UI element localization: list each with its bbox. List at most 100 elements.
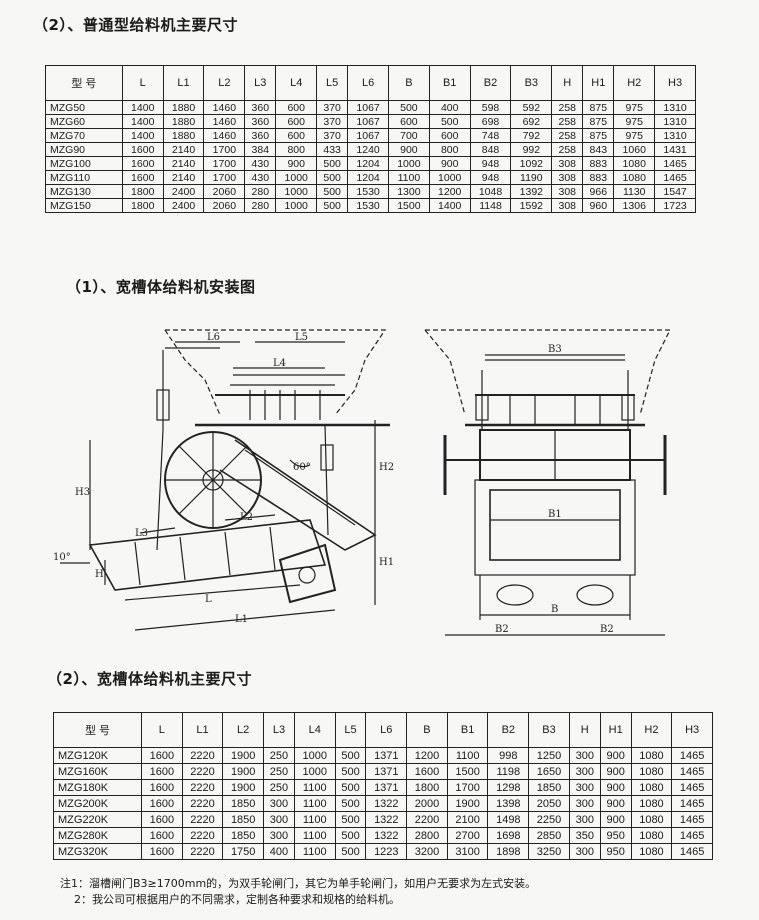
- dimension-cell: 900: [599, 747, 632, 764]
- dimension-cell: 1080: [630, 827, 673, 844]
- dimension-cell: 2050: [528, 795, 570, 812]
- model-cell: MZG130: [45, 184, 123, 199]
- dimension-cell: 1850: [222, 827, 265, 844]
- dimension-cell: 2200: [406, 811, 448, 828]
- dimension-cell: 2140: [162, 170, 205, 185]
- column-header: L4: [275, 65, 318, 101]
- model-cell: MZG70: [45, 128, 123, 143]
- dimension-cell: 1600: [141, 763, 183, 780]
- model-cell: MZG280K: [53, 827, 142, 844]
- dimension-cell: 1100: [293, 811, 336, 828]
- dimension-cell: 598: [469, 100, 512, 115]
- column-header: L5: [334, 712, 367, 748]
- column-header: L6: [365, 712, 408, 748]
- dim-B3: B3: [548, 344, 562, 355]
- dimension-cell: 1723: [654, 198, 696, 213]
- dimension-cell: 280: [244, 184, 277, 199]
- dimension-cell: 1048: [469, 184, 512, 199]
- dimension-cell: 692: [510, 114, 553, 129]
- column-header: H1: [599, 712, 632, 748]
- dimension-cell: 900: [599, 779, 632, 796]
- dimension-cell: 2400: [162, 198, 205, 213]
- dimension-cell: 1530: [347, 198, 389, 213]
- dimension-cell: 960: [582, 198, 615, 213]
- dim-B1: B1: [548, 509, 562, 520]
- dimension-cell: 1547: [654, 184, 696, 199]
- dimension-cell: 1600: [141, 779, 183, 796]
- dimension-cell: 1080: [630, 779, 673, 796]
- dimension-cell: 1530: [347, 184, 389, 199]
- dimension-cell: 600: [275, 114, 318, 129]
- column-header: L2: [203, 65, 246, 101]
- dimension-cell: 430: [244, 156, 277, 171]
- dimension-cell: 1698: [487, 827, 530, 844]
- dimension-cell: 1880: [162, 114, 205, 129]
- dimension-cell: 698: [469, 114, 512, 129]
- dimension-cell: 900: [428, 156, 471, 171]
- dimension-cell: 1080: [630, 811, 673, 828]
- dimension-cell: 748: [469, 128, 512, 143]
- dimension-cell: 2800: [406, 827, 448, 844]
- dimension-cell: 433: [316, 142, 349, 157]
- dimension-cell: 2140: [162, 156, 205, 171]
- dimension-cell: 1310: [654, 100, 696, 115]
- dimension-cell: 2140: [162, 142, 205, 157]
- dimension-cell: 1880: [162, 100, 205, 115]
- dimension-cell: 1600: [121, 170, 164, 185]
- dimension-cell: 360: [244, 114, 277, 129]
- dim-L1: L1: [235, 614, 248, 625]
- dimension-cell: 1600: [141, 843, 183, 860]
- dimension-cell: 300: [568, 779, 601, 796]
- dimension-cell: 3100: [446, 843, 489, 860]
- dimension-cell: 875: [582, 128, 615, 143]
- dimension-cell: 1371: [365, 763, 408, 780]
- dimension-cell: 2220: [181, 811, 224, 828]
- dimension-cell: 1204: [347, 170, 389, 185]
- column-header: B1: [428, 65, 471, 101]
- dimension-cell: 384: [244, 142, 277, 157]
- dim-L5: L5: [295, 332, 308, 343]
- dimension-cell: 900: [599, 811, 632, 828]
- dimension-cell: 2220: [181, 763, 224, 780]
- column-header: L: [141, 712, 183, 748]
- dimension-cell: 975: [613, 128, 656, 143]
- dimension-cell: 300: [263, 811, 295, 828]
- model-cell: MZG100: [45, 156, 123, 171]
- side-view-drawing: L6 L5 L4 L3 L2 L L1 H H1 H2 H3 60° 10°: [53, 329, 394, 631]
- dimension-cell: 1000: [293, 763, 336, 780]
- dimension-cell: 1371: [365, 779, 408, 796]
- dimension-cell: 2100: [446, 811, 489, 828]
- dimension-cell: 308: [551, 198, 584, 213]
- dimension-cell: 1250: [528, 747, 570, 764]
- model-cell: MZG320K: [53, 843, 142, 860]
- column-header: L: [121, 65, 164, 101]
- dimension-cell: 1600: [141, 795, 183, 812]
- dim-B: B: [551, 604, 558, 615]
- dimension-cell: 300: [263, 827, 295, 844]
- dimension-cell: 308: [551, 184, 584, 199]
- column-header: L2: [222, 712, 265, 748]
- dimension-cell: 1465: [671, 779, 713, 796]
- dimension-cell: 1431: [654, 142, 696, 157]
- dimension-cell: 843: [582, 142, 615, 157]
- dimension-cell: 3200: [406, 843, 448, 860]
- dimension-cell: 1880: [162, 128, 205, 143]
- dimension-cell: 1498: [487, 811, 530, 828]
- dimension-cell: 3250: [528, 843, 570, 860]
- dimension-cell: 500: [387, 100, 430, 115]
- dimension-cell: 900: [599, 763, 632, 780]
- dim-L3: L3: [135, 528, 148, 539]
- dimension-cell: 500: [334, 763, 367, 780]
- dimension-cell: 500: [316, 170, 349, 185]
- front-view-drawing: B3 B1 B B2 B2: [424, 329, 671, 636]
- dimension-cell: 1000: [293, 747, 336, 764]
- dimension-cell: 948: [469, 156, 512, 171]
- dimension-cell: 1465: [671, 811, 713, 828]
- model-cell: MZG90: [45, 142, 123, 157]
- dimension-cell: 500: [334, 795, 367, 812]
- dimension-cell: 1000: [387, 156, 430, 171]
- dimension-cell: 1200: [406, 747, 448, 764]
